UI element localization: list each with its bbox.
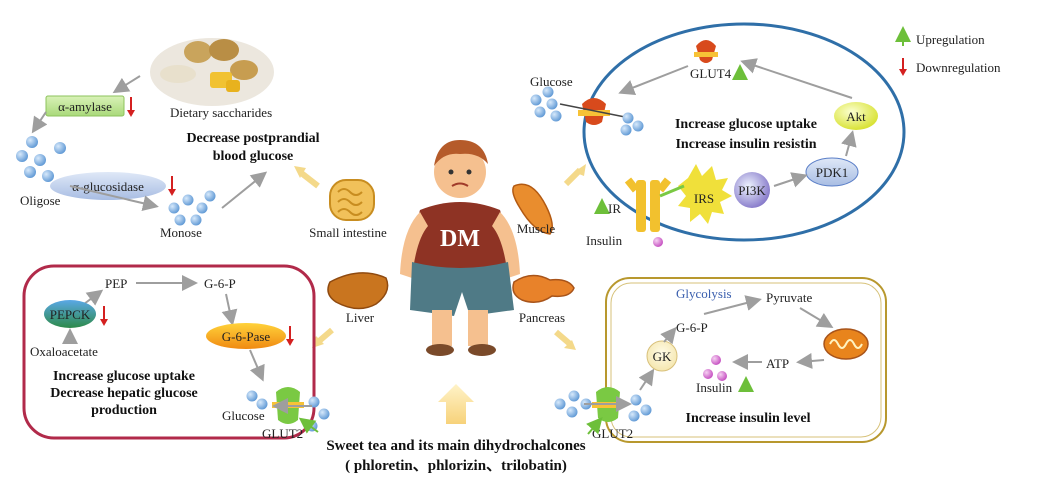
- dm-label: DM: [440, 226, 480, 252]
- monose-label: Monose: [160, 225, 202, 240]
- muscle-label: Muscle: [517, 221, 556, 236]
- alpha-glucosidase-label: α-glucosidase: [72, 179, 144, 194]
- pyruvate-label: Pyruvate: [766, 290, 812, 305]
- ir-label: IR: [608, 201, 621, 216]
- g6pase-label: G-6-Pase: [222, 329, 271, 344]
- insulin-molecule-icon: [653, 237, 663, 247]
- atp-label: ATP: [766, 356, 789, 371]
- glut4-vesicle-icon: [694, 40, 718, 63]
- intestine-region: Dietary saccharides α-amylase Oligose α-…: [16, 38, 387, 240]
- gk-label: GK: [653, 349, 672, 364]
- glycolysis-label: Glycolysis: [676, 286, 732, 301]
- pi3k-label: PI3K: [738, 183, 766, 198]
- pancreas-icon: [512, 274, 575, 303]
- legend: Upregulation Downregulation: [895, 26, 1001, 76]
- legend-upregulation: Upregulation: [916, 32, 985, 47]
- pancreas-label: Pancreas: [519, 310, 565, 325]
- treatment-line2: ( phloretin、phlorizin、trilobatin): [345, 458, 567, 474]
- alpha-glucosidase-oval: [50, 172, 166, 200]
- liver-icon: [327, 272, 389, 310]
- pancreas-effect: Increase insulin level: [686, 411, 811, 426]
- liver-glucose-label: Glucose: [222, 408, 265, 423]
- muscle-cell-panel: Glucose GLUT4 Increase glucos: [530, 22, 906, 248]
- pdk1-node: [805, 157, 859, 187]
- irs-cluster: [678, 164, 732, 224]
- alpha-amylase-box: [45, 95, 125, 117]
- oligose-label: Oligose: [20, 193, 61, 208]
- treatment-arrow-icon: [438, 384, 474, 424]
- oxaloacetate-label: Oxaloacetate: [30, 344, 98, 359]
- insulin-receptor-icon: [624, 177, 685, 232]
- liver-label: Liver: [346, 310, 375, 325]
- pdk1-label: PDK1: [816, 165, 849, 180]
- legend-downregulation: Downregulation: [916, 60, 1001, 75]
- muscle-glucose-label: Glucose: [530, 74, 573, 89]
- beta-cell-box-outer: [605, 277, 887, 443]
- dm-figure: DM: [400, 140, 520, 356]
- akt-node: [834, 102, 878, 130]
- hepatocyte-box: [22, 264, 316, 440]
- muscle-cell-oval: [582, 22, 906, 242]
- small-intestine-label: Small intestine: [309, 225, 387, 240]
- liver-g6p-label: G-6-P: [204, 276, 236, 291]
- alpha-amylase-label: α-amylase: [58, 99, 112, 114]
- pancreas-glut2-label: GLUT2: [592, 426, 633, 441]
- liver-glut2-label: GLUT2: [262, 426, 303, 441]
- beta-cell-box-inner: [610, 282, 882, 438]
- small-intestine-icon: [329, 179, 375, 221]
- pepck-label: PEPCK: [50, 307, 91, 322]
- liver-effect-line1: Increase glucose uptake: [53, 369, 195, 384]
- irs-label: IRS: [694, 191, 714, 206]
- oligose-dots: [16, 136, 66, 182]
- treatment-line1: Sweet tea and its main dihydrochalcones: [326, 438, 585, 454]
- liver-effect-line3: production: [91, 403, 157, 418]
- akt-label: Akt: [846, 109, 866, 124]
- muscle-glucose-dots: [530, 86, 562, 122]
- pancreas-insulin-label: Insulin: [696, 380, 733, 395]
- dietary-saccharides-image: [150, 38, 274, 106]
- pancreas-glucose-dots: [554, 390, 652, 422]
- muscle-icon: [512, 183, 553, 235]
- pancreas-g6p-label: G-6-P: [676, 320, 708, 335]
- intestine-effect-line2: blood glucose: [213, 149, 294, 164]
- pepck-oval: [44, 300, 96, 328]
- mitochondrion-icon: [823, 328, 869, 360]
- muscle-insulin-label: Insulin: [586, 233, 623, 248]
- g6pase-oval: [206, 323, 286, 349]
- muscle-inner-glucose-dots: [620, 112, 644, 136]
- pi3k-node: [734, 172, 770, 208]
- liver-effect-line2: Decrease hepatic glucose: [50, 386, 197, 401]
- pancreas-panel: Glycolysis Pyruvate G-6-P ATP GK Insulin…: [554, 277, 887, 443]
- muscle-effect-line2: Increase insulin resistin: [675, 137, 816, 152]
- muscle-effect-line1: Increase glucose uptake: [675, 117, 817, 132]
- dietary-saccharides-label: Dietary saccharides: [170, 105, 272, 120]
- intestine-effect-line1: Decrease postprandial: [186, 131, 319, 146]
- pep-label: PEP: [105, 276, 127, 291]
- insulin-granules: [703, 355, 727, 381]
- monose-dots: [168, 190, 216, 226]
- liver-panel: PEP G-6-P PEPCK Oxaloacetate G-6-Pase In…: [22, 264, 330, 441]
- glut4-label: GLUT4: [690, 66, 732, 81]
